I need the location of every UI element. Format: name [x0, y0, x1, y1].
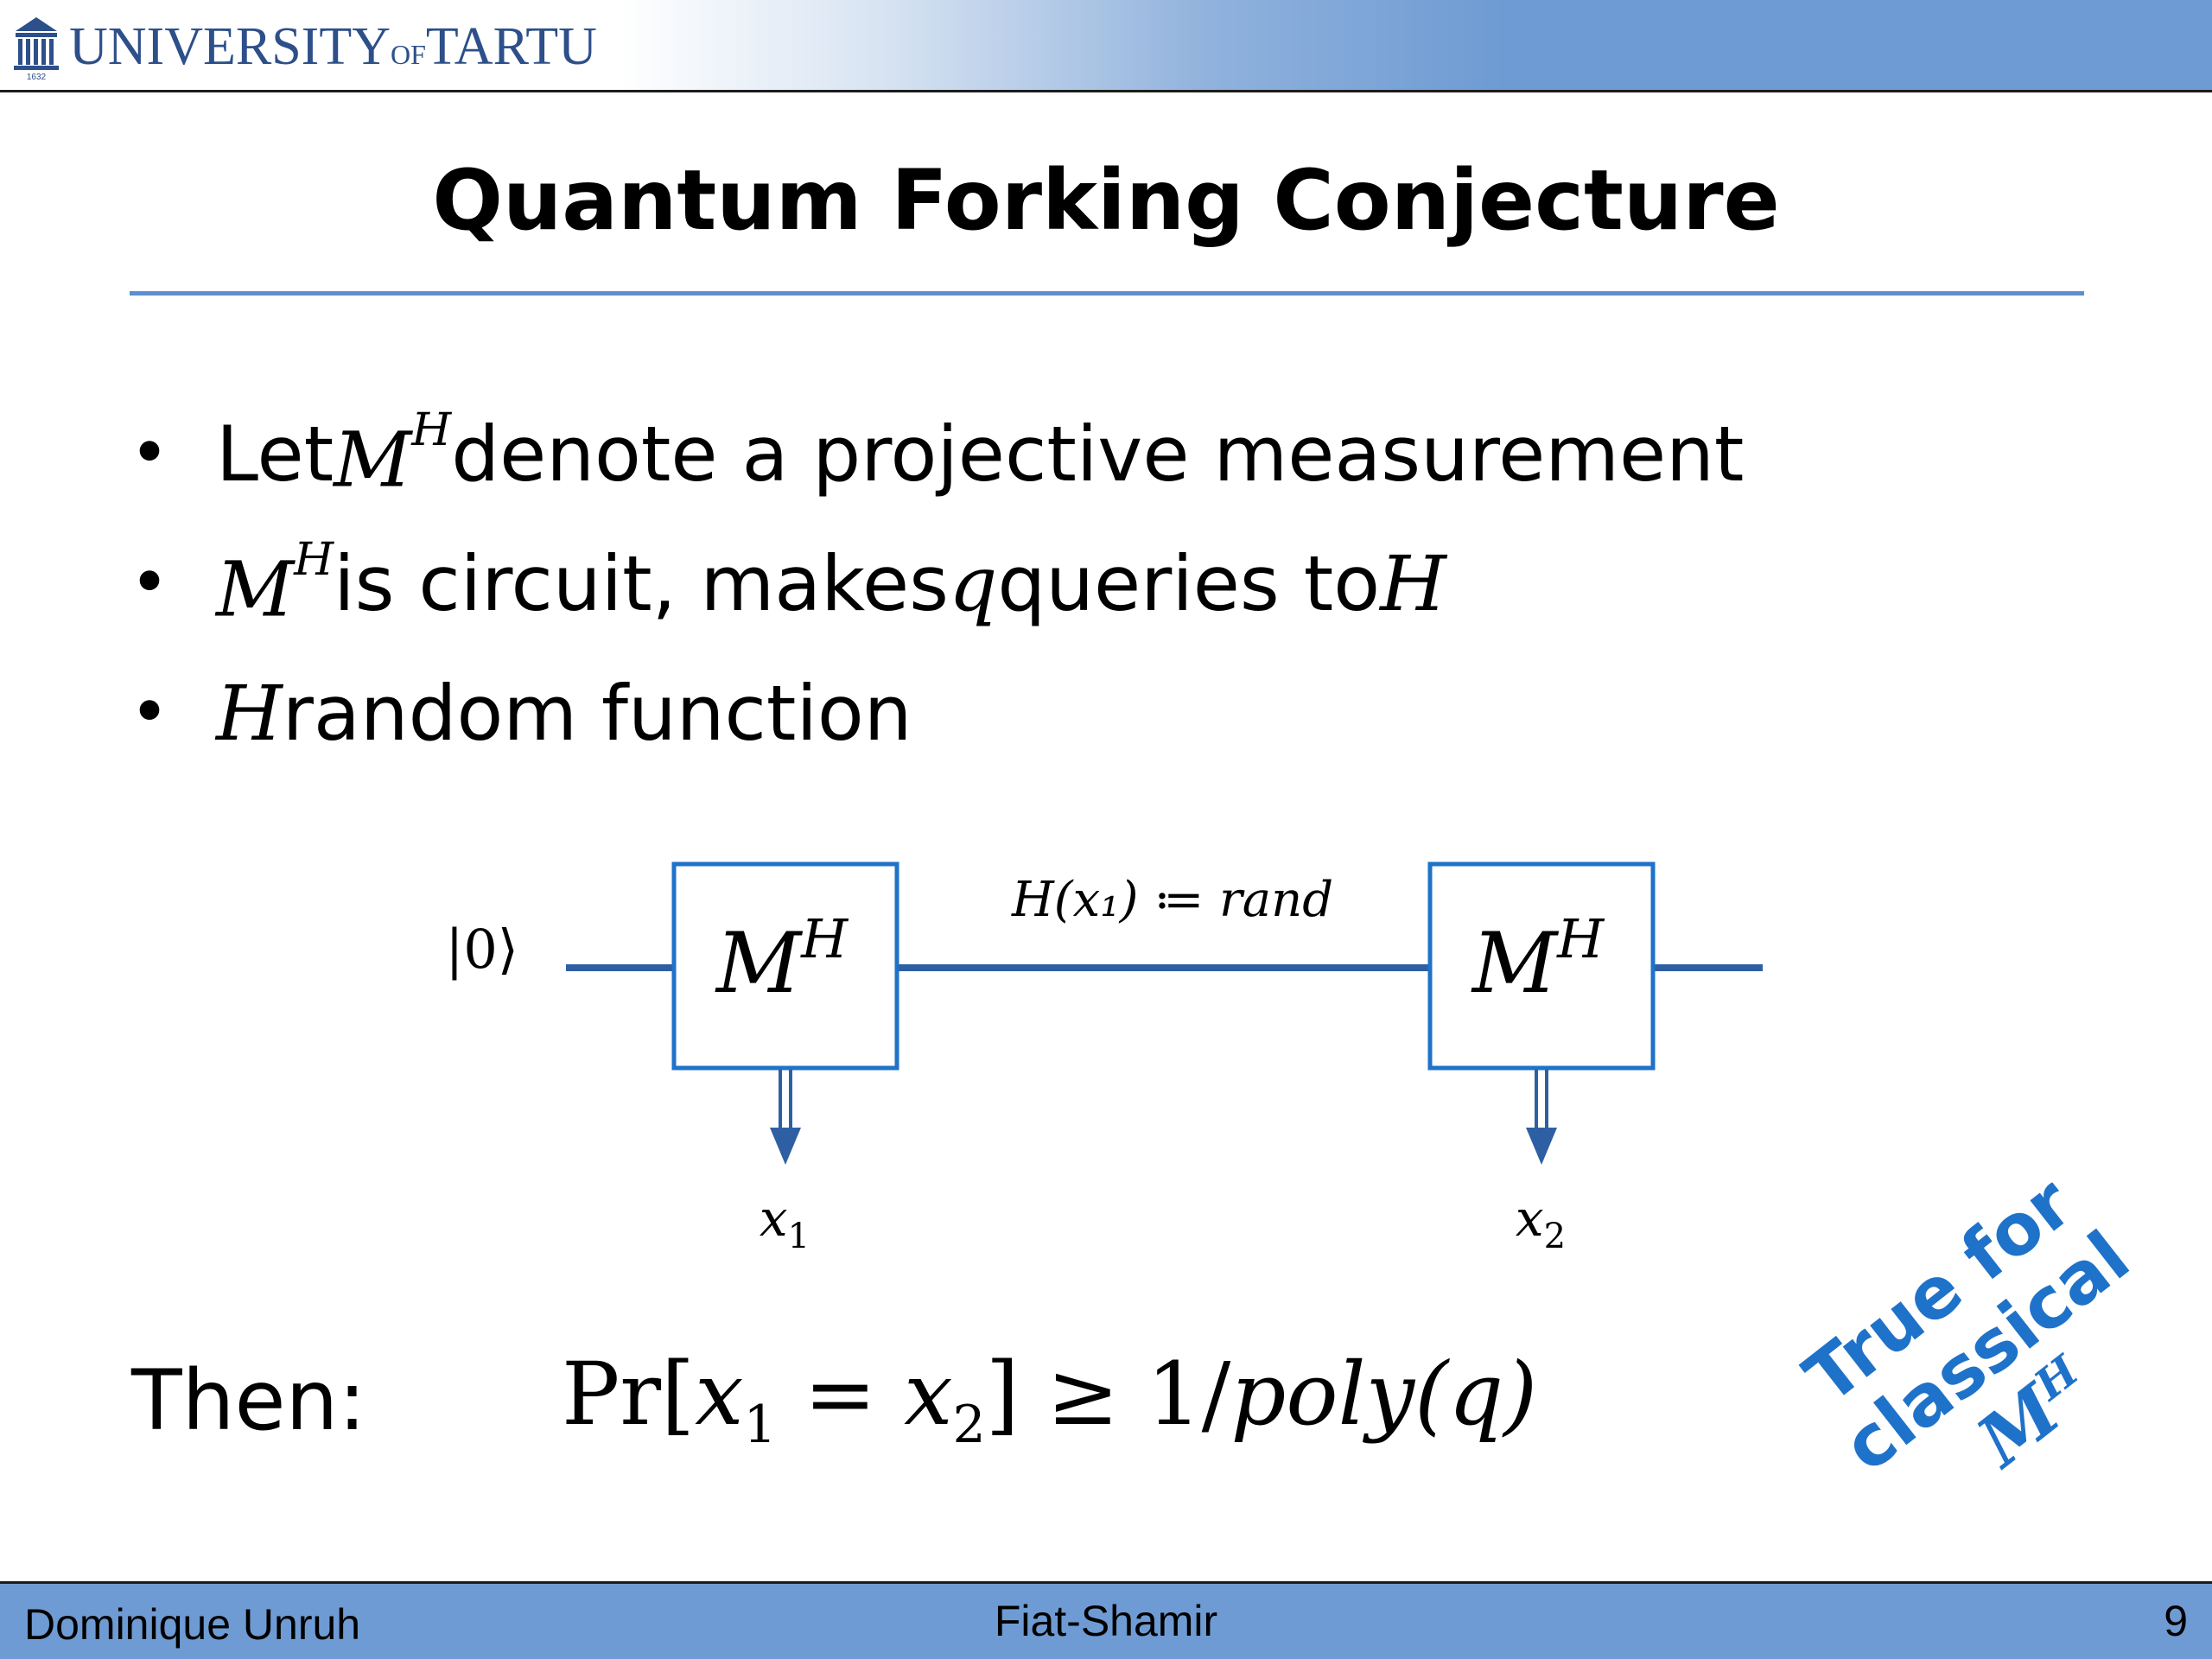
bullet-text: is circuit, makes: [334, 538, 950, 628]
logo-year: 1632: [27, 73, 47, 81]
output-label-x1: x1: [760, 1189, 810, 1256]
footer-author: Dominique Unruh: [24, 1600, 361, 1649]
title-divider: [130, 291, 2084, 296]
measurement-box-2: [1427, 861, 1656, 1071]
math-h: H: [216, 668, 283, 758]
bullet-dot: •: [130, 415, 170, 493]
then-label: Then:: [131, 1352, 366, 1449]
university-logo: 1632 UNIVERSITYOFTARTU: [12, 12, 597, 81]
bullet-item-3: • H random function: [130, 648, 2031, 778]
bullet-item-1: • Let MH denote a projective measurement: [130, 389, 2031, 518]
slide-title: Quantum Forking Conjecture: [432, 152, 1780, 249]
logo-tartu: TARTU: [425, 17, 597, 76]
output-arrow-2: [1526, 1070, 1557, 1165]
bullet-list: • Let MH denote a projective measurement…: [130, 389, 2031, 778]
math-m: MH: [334, 403, 452, 505]
wire-label: H(x₁) ≔ rand: [1011, 872, 1333, 928]
bullet-dot: •: [130, 674, 170, 752]
page-number: 9: [2164, 1597, 2188, 1645]
bullet-item-2: • MH is circuit, makes q queries to H: [130, 518, 2031, 648]
input-ket-label: |0⟩: [445, 918, 518, 981]
math-h: H: [1380, 538, 1446, 628]
box-1-label: MH: [715, 907, 849, 1012]
bullet-dot: •: [130, 544, 170, 622]
footer-bar: Dominique Unruh Fiat-Shamir 9: [0, 1581, 2212, 1659]
math-q: q: [949, 538, 998, 628]
output-label-x2: x2: [1516, 1189, 1566, 1256]
university-wordmark: UNIVERSITYOFTARTU: [69, 20, 597, 73]
measurement-box-1: [671, 861, 899, 1071]
math-m: MH: [216, 532, 334, 634]
probability-formula: Pr[x1 = x2] ≥ 1/poly(q): [562, 1344, 1538, 1455]
box-2-label: MH: [1471, 907, 1605, 1012]
circuit-diagram: |0⟩ H(x₁) ≔ rand MH MH x1 x2: [445, 861, 1763, 1256]
logo-of: OF: [390, 39, 426, 70]
header-band: 1632 UNIVERSITYOFTARTU: [0, 0, 2212, 92]
logo-university: UNIVERSITY: [69, 17, 391, 76]
footer-topic: Fiat-Shamir: [994, 1597, 1218, 1645]
bullet-text: Let: [216, 409, 334, 499]
bullet-text: queries to: [997, 538, 1381, 628]
university-building-icon: 1632: [14, 17, 59, 81]
bullet-text: denote a projective measurement: [451, 409, 1745, 499]
output-arrow-1: [770, 1070, 801, 1165]
bullet-text: random function: [282, 668, 912, 758]
